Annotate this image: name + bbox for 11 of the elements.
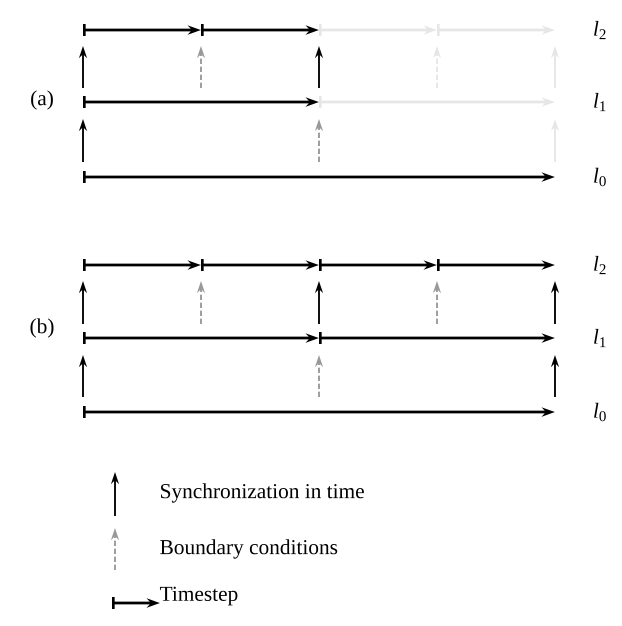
legend-text: Timestep [160,586,238,606]
level-label: l$_{1}$ [594,92,606,112]
panel-label: (a) [31,90,53,110]
panel-label: (b) [30,318,54,338]
legend-text: Synchronization in time [161,483,364,503]
level-label: l$_{2}$ [594,256,606,274]
legend-text: Boundary conditions [160,539,338,559]
level-label: l$_{2}$ [594,20,606,40]
level-label: l$_{0}$ [594,402,606,422]
level-label: l$_{0}$ [594,168,606,186]
level-label: l$_{1}$ [594,328,606,348]
